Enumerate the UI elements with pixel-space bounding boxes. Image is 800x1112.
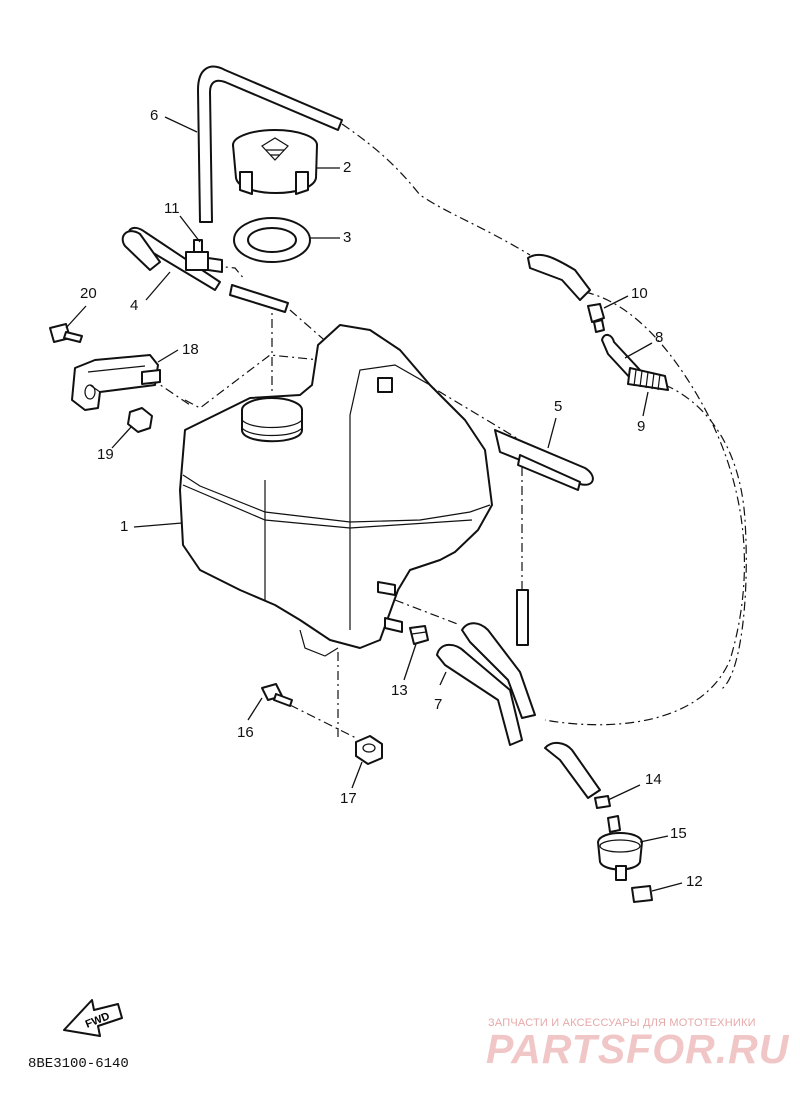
hose-4 [121, 226, 221, 291]
callout-7: 7 [434, 696, 443, 713]
callout-2: 2 [343, 159, 352, 176]
callout-8: 8 [655, 329, 664, 346]
leader-5 [547, 417, 557, 449]
callout-12: 12 [686, 873, 703, 890]
callout-10: 10 [631, 285, 648, 302]
callout-4: 4 [130, 297, 139, 314]
callout-13: 13 [391, 682, 408, 699]
callout-15: 15 [670, 825, 687, 842]
reservoir-cap [232, 129, 318, 195]
cap-gasket [233, 217, 311, 263]
bolt-16 [261, 683, 293, 707]
hose-5 [494, 429, 594, 491]
leader-1 [133, 522, 183, 528]
leader-12 [651, 882, 683, 892]
valve-15 [597, 815, 643, 881]
callout-1: 1 [120, 518, 129, 535]
cap-12 [631, 885, 653, 903]
callout-3: 3 [343, 229, 352, 246]
fwd-arrow-icon: FWD [63, 999, 123, 1037]
fitting-11 [185, 239, 223, 273]
leader-18 [157, 349, 179, 363]
hose-7 [436, 622, 536, 746]
callout-11: 11 [164, 200, 180, 217]
leader-11 [179, 215, 201, 243]
leader-8 [624, 342, 653, 359]
spring-protector-9 [627, 367, 669, 391]
callout-9: 9 [637, 418, 646, 435]
clamp-13 [409, 625, 429, 645]
watermark-brand: PARTSFOR.RU [486, 1026, 790, 1072]
diagram-code: 8BE3100-6140 [28, 1056, 129, 1072]
leader-9 [642, 391, 649, 417]
nut-19 [127, 407, 153, 433]
callout-5: 5 [554, 398, 563, 415]
reservoir-tank [179, 324, 493, 657]
callout-6: 6 [150, 107, 159, 124]
callout-14: 14 [645, 771, 662, 788]
leader-7 [439, 671, 447, 686]
leader-15 [639, 835, 669, 843]
leader-17 [351, 761, 363, 789]
leader-16 [247, 697, 263, 721]
callout-20: 20 [80, 285, 97, 302]
bracket-18 [71, 354, 161, 411]
leader-4 [145, 271, 171, 301]
leader-14 [607, 784, 641, 801]
leader-lines [65, 116, 683, 892]
hose-short-segment [229, 284, 289, 313]
leader-6 [164, 116, 198, 133]
hose-6 [197, 65, 343, 223]
leader-13 [403, 643, 417, 681]
leader-10 [603, 295, 629, 309]
nut-17 [355, 735, 383, 765]
callout-19: 19 [97, 446, 114, 463]
leader-19 [111, 425, 133, 449]
hose-vertical-segment [516, 589, 529, 646]
callout-16: 16 [237, 724, 254, 741]
assembly-guide-lines [149, 123, 747, 740]
joint-10 [587, 303, 605, 333]
watermark-tagline: ЗАПЧАСТИ И АКСЕССУАРЫ ДЛЯ МОТОТЕХНИКИ [488, 1017, 756, 1029]
callout-17: 17 [340, 790, 357, 807]
hose-upper-right [527, 253, 591, 301]
leader-20 [65, 305, 87, 329]
bolt-20 [49, 323, 83, 343]
clamp-14 [594, 795, 611, 809]
hose-lower-right [544, 742, 601, 799]
callout-18: 18 [182, 341, 199, 358]
